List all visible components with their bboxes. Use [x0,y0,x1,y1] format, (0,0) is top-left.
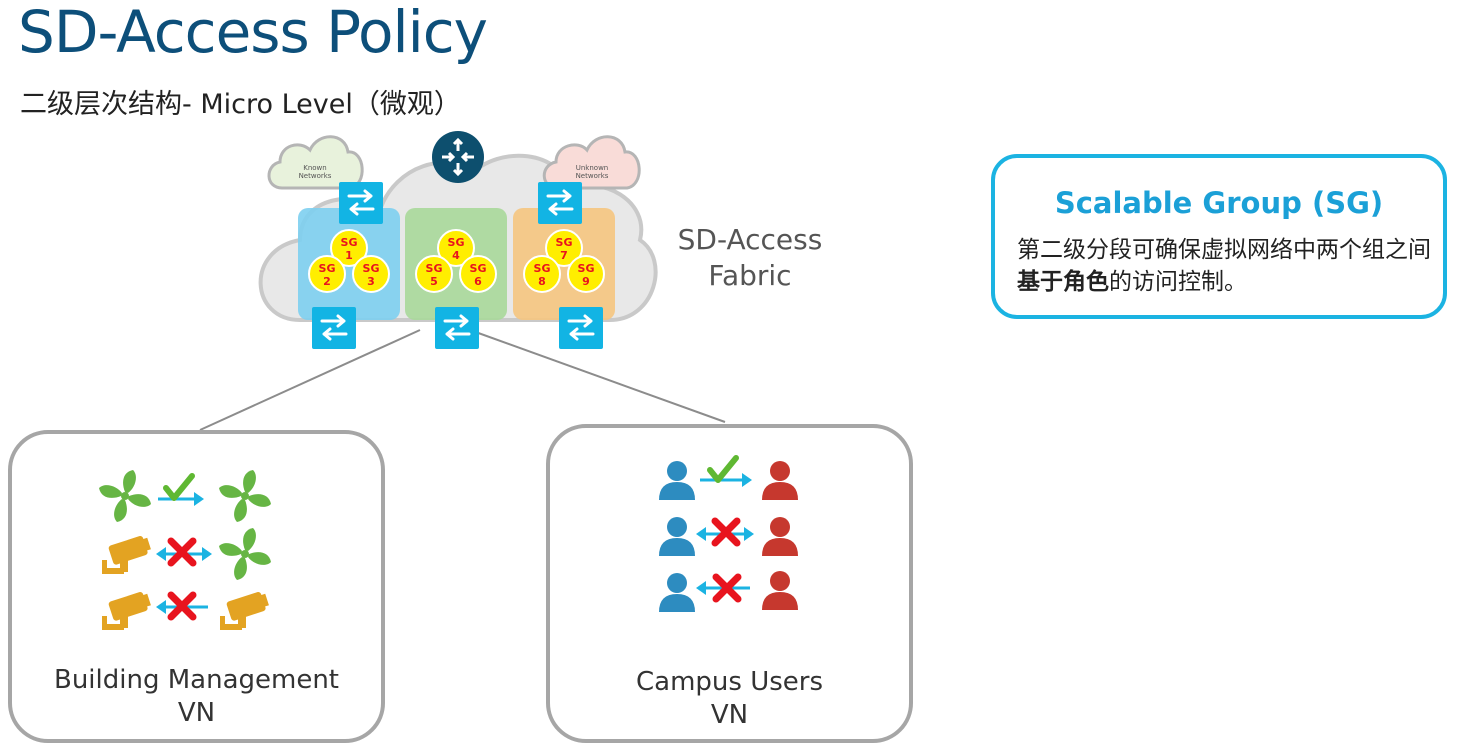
sg-number: 1 [345,249,353,262]
building-vn-label: Building Management VN [12,664,381,730]
fan-icon [99,470,151,522]
arrow-head-icon [696,581,706,595]
building-vn-label-line2: VN [177,698,216,728]
desc-part1: 第二级分段可确保虚拟网络中两个组之间 [1017,237,1431,263]
fan-icon [219,528,271,580]
campus-vn-label-line2: VN [710,700,749,730]
building-vn-label-line1: Building Management [53,665,339,695]
sg-number: 9 [582,275,590,288]
scalable-group-title: Scalable Group (SG) [1054,186,1384,220]
fan-icon [219,470,271,522]
page-subtitle: 二级层次结构- Micro Level（微观） [20,89,461,120]
deny-x-icon [171,541,193,563]
unknown-networks-cloud: Unknown Networks [542,135,641,190]
unknown-label-2: Networks [576,172,609,180]
user-blue-icon [659,573,695,612]
sg-number: 4 [452,249,460,262]
sg-circle [437,229,475,267]
building-policy-icons [99,470,271,630]
unknown-label-1: Unknown [576,164,609,172]
arrow-head-icon [744,527,754,541]
fabric-label: SD-Access Fabric [660,222,840,294]
campus-policy-icons [659,428,798,612]
known-networks-cloud: Known Networks [267,135,364,190]
desc-part2: 的访问控制。 [1109,269,1247,295]
scalable-group-description: 第二级分段可确保虚拟网络中两个组之间基于角色的访问控制。 [1017,234,1437,298]
sg-number: 7 [560,249,568,262]
sg-label: SG [578,262,595,275]
arrow-head-icon [202,547,212,561]
user-blue-icon [659,517,695,556]
user-red-icon [762,571,798,610]
camera-icon [102,591,151,630]
sg-label: SG [341,236,358,249]
switch-icon-1 [337,180,385,226]
arrow-head-icon [696,527,706,541]
sg-circle [330,229,368,267]
sg-number: 8 [538,275,546,288]
page-title: SD-Access Policy [18,0,488,66]
fabric-label-line2: Fabric [708,259,792,292]
sg-circle [308,255,346,293]
campus-users-vn: Campus Users VN [546,424,913,743]
deny-x-icon [715,521,737,543]
camera-icon [220,591,269,630]
sg-label: SG [534,262,551,275]
sg-circle [545,229,583,267]
arrow-head-icon [194,492,204,506]
arrow-head-icon [156,600,166,614]
sg-label: SG [470,262,487,275]
sg-circle [415,255,453,293]
sg-label: SG [363,262,380,275]
router-icon [432,131,484,183]
arrow-head-icon [742,473,752,487]
link-campus [469,329,726,423]
sg-circle [523,255,561,293]
desc-bold: 基于角色 [1017,269,1109,295]
arrow-head-icon [156,547,166,561]
campus-vn-label: Campus Users VN [550,666,909,732]
user-red-icon [762,461,798,500]
sg-number: 6 [474,275,482,288]
switch-icon-4 [433,305,481,351]
known-label-2: Networks [299,172,332,180]
sg-label: SG [426,262,443,275]
camera-icon [102,535,151,574]
known-label-1: Known [303,164,326,172]
sg-number: 3 [367,275,375,288]
sg-label: SG [319,262,336,275]
sg-number: 5 [430,275,438,288]
check-icon [710,458,736,480]
switch-icon-3 [310,305,358,351]
user-red-icon [762,517,798,556]
check-icon [166,476,192,498]
scalable-group-box: Scalable Group (SG) 第二级分段可确保虚拟网络中两个组之间基于… [991,154,1447,319]
link-building [199,329,421,431]
sg-circle [459,255,497,293]
switch-icon-2 [536,180,584,226]
sg-number: 2 [323,275,331,288]
fabric-label-line1: SD-Access [677,223,823,256]
campus-vn-label-line1: Campus Users [635,667,823,697]
user-blue-icon [659,461,695,500]
switch-icon-5 [557,305,605,351]
building-management-vn: Building Management VN [8,430,385,743]
sg-label: SG [448,236,465,249]
sg-label: SG [556,236,573,249]
sg-circle [567,255,605,293]
sg-circle [352,255,390,293]
